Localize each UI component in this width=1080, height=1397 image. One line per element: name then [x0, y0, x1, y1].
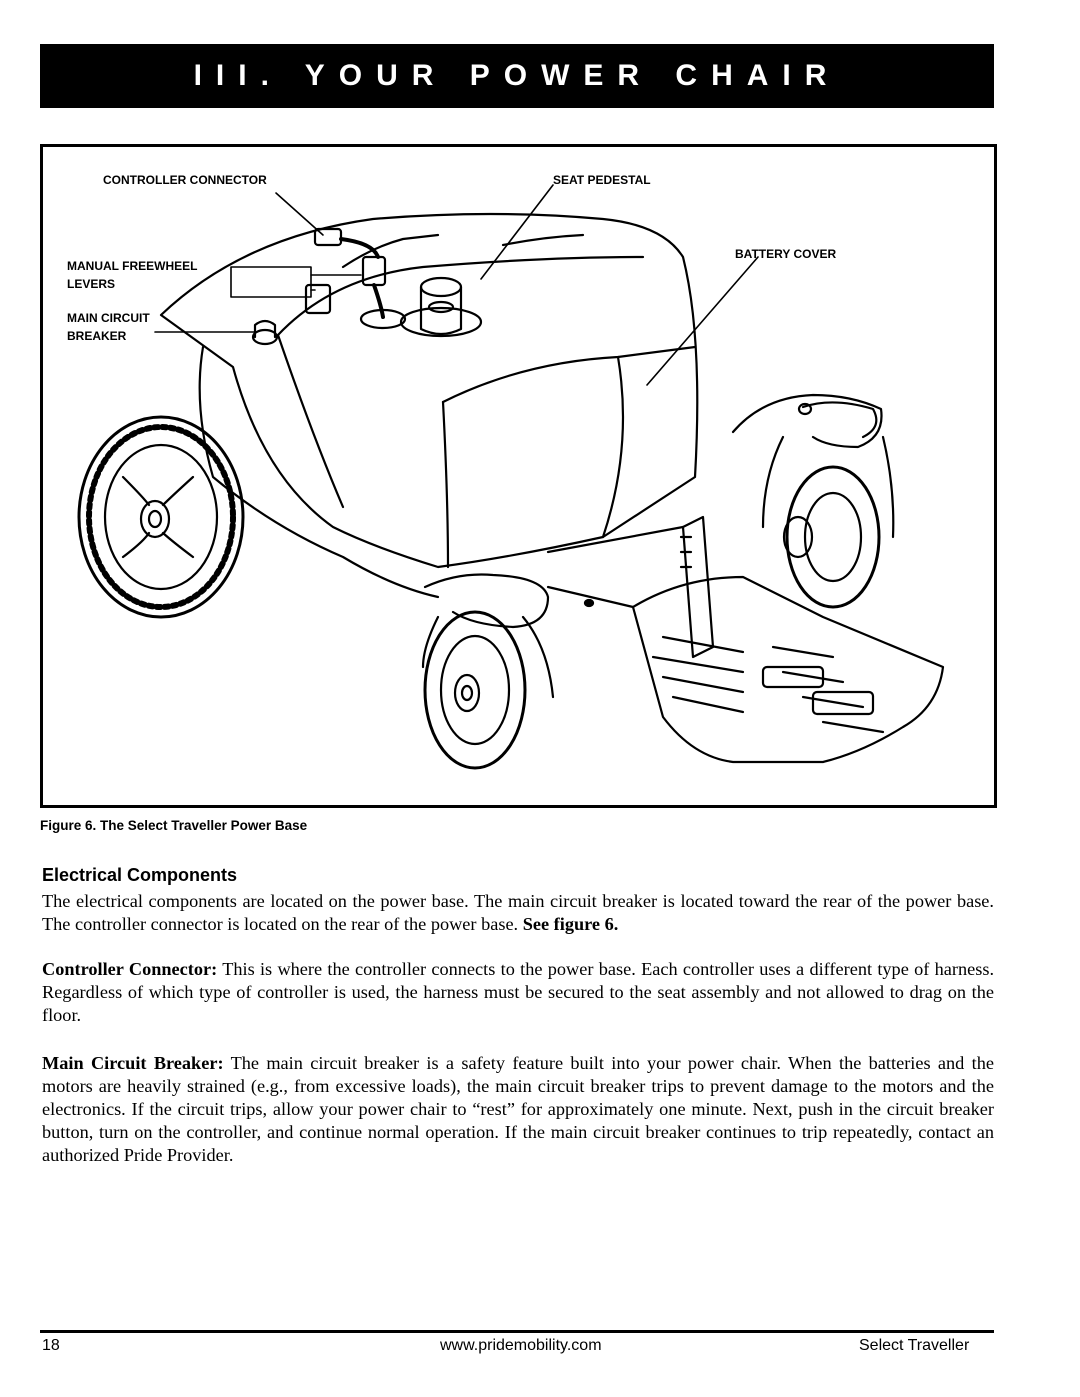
front-left-caster	[421, 573, 555, 770]
controller-connector-term: Controller Connector:	[42, 959, 218, 979]
main-circuit-breaker-paragraph: Main Circuit Breaker: The main circuit b…	[42, 1052, 994, 1167]
main-circuit-breaker-text: The main circuit breaker is a safety fea…	[42, 1053, 994, 1165]
frame-links	[546, 525, 685, 609]
section-title: III. YOUR POWER CHAIR	[193, 59, 841, 92]
label-battery-cover: BATTERY COVER	[735, 247, 837, 261]
figure-caption: Figure 6. The Select Traveller Power Bas…	[40, 818, 308, 833]
section-heading: Electrical Components	[42, 865, 238, 885]
seat-pedestal	[399, 276, 483, 338]
figure-reference: See figure 6.	[522, 914, 619, 934]
power-base-illustration	[77, 184, 945, 770]
label-main-circuit-breaker: MAIN CIRCUIT BREAKER	[67, 311, 150, 343]
footer-rule	[40, 1330, 994, 1333]
footrest-plate	[631, 515, 945, 764]
controller-connector-paragraph: Controller Connector: This is where the …	[42, 958, 994, 1027]
main-circuit-breaker	[251, 319, 279, 346]
chassis-body	[159, 212, 699, 599]
page-number: 18	[42, 1337, 60, 1354]
footer-product-name: Select Traveller	[859, 1337, 970, 1354]
section-title-banner: III. YOUR POWER CHAIR	[40, 44, 994, 108]
label-manual-freewheel-levers: MANUAL FREEWHEEL LEVERS	[67, 259, 198, 291]
controller-connector	[304, 227, 407, 330]
rear-left-wheel	[77, 415, 245, 619]
footer-url: www.pridemobility.com	[440, 1337, 602, 1354]
label-seat-pedestal: SEAT PEDESTAL	[553, 173, 651, 187]
rear-right-caster	[731, 393, 895, 609]
intro-paragraph: The electrical components are located on…	[42, 890, 994, 936]
main-circuit-breaker-term: Main Circuit Breaker:	[42, 1053, 224, 1073]
intro-text: The electrical components are located on…	[42, 891, 994, 934]
label-controller-connector: CONTROLLER CONNECTOR	[103, 173, 267, 187]
controller-connector-text: This is where the controller connects to…	[42, 959, 995, 1025]
figure-power-base: CONTROLLER CONNECTOR SEAT PEDESTAL BATTE…	[40, 144, 997, 808]
callout-leaders	[154, 184, 759, 386]
